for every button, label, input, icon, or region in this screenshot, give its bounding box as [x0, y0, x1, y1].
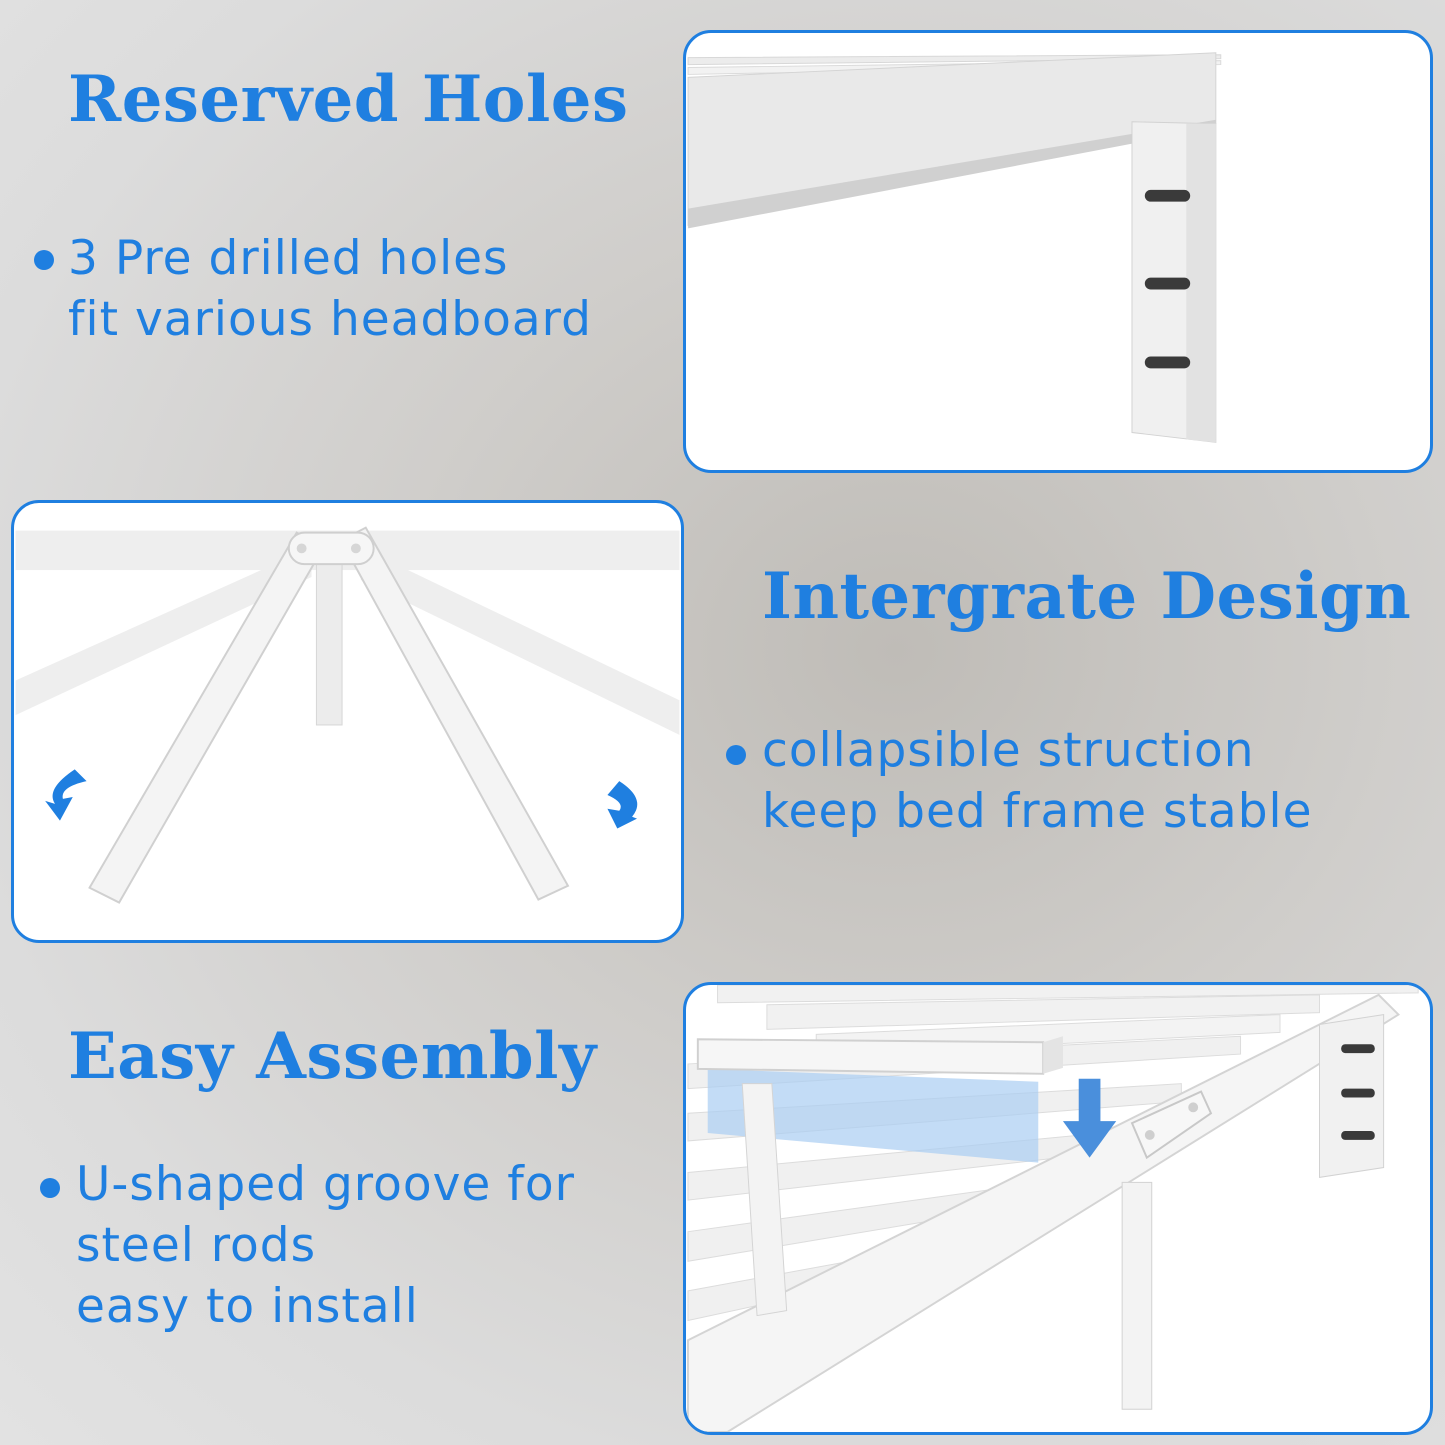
- integrate-design-title: Intergrate Design: [762, 559, 1412, 634]
- bed-leg-with-holes-illustration: [687, 52, 1222, 443]
- easy-assembly-line-1: U-shaped groove for: [76, 1157, 575, 1212]
- easy-assembly-description: U-shaped groove for steel rods easy to i…: [76, 1154, 575, 1337]
- integrate-design-line-1: collapsible struction: [762, 723, 1255, 778]
- reserved-holes-line-1: 3 Pre drilled holes: [68, 231, 509, 286]
- integrate-design-line-2: keep bed frame stable: [762, 784, 1313, 840]
- curved-arrow-left-icon: [45, 769, 87, 821]
- easy-assembly-image-panel: [683, 982, 1433, 1435]
- reserved-holes-line-2: fit various headboard: [68, 292, 593, 348]
- bullet-dot-icon: [726, 745, 746, 765]
- folding-leg-image-panel: [11, 500, 684, 943]
- bullet-dot-icon: [40, 1178, 60, 1198]
- easy-assembly-title: Easy Assembly: [68, 1019, 597, 1094]
- bullet-dot-icon: [34, 250, 54, 270]
- integrate-design-description: collapsible struction keep bed frame sta…: [762, 720, 1313, 842]
- easy-assembly-line-2: steel rods: [76, 1218, 317, 1274]
- folding-leg-illustration: [15, 526, 680, 904]
- reserved-holes-description: 3 Pre drilled holes fit various headboar…: [68, 228, 592, 350]
- curved-arrow-right-icon: [607, 781, 638, 829]
- reserved-holes-image-panel: [683, 30, 1433, 473]
- reserved-holes-title: Reserved Holes: [68, 62, 629, 137]
- easy-assembly-line-3: easy to install: [76, 1279, 419, 1335]
- bed-frame-assembly-illustration: [686, 985, 1419, 1432]
- down-arrow-icon: [1062, 1078, 1117, 1158]
